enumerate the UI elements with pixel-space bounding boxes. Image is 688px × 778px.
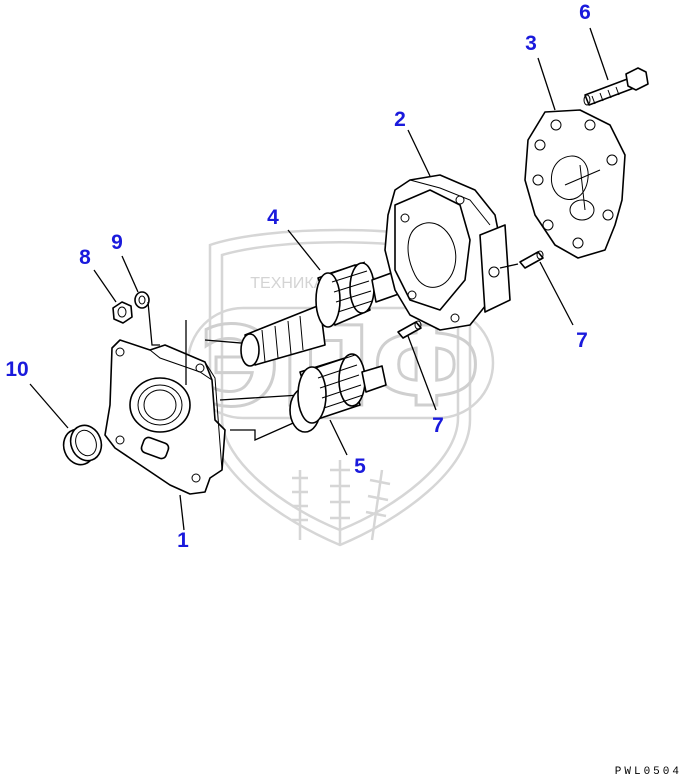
drawing-code: PWL0504 (615, 766, 682, 778)
part-1-front-cover (104, 339, 226, 495)
label-part-3: 3 (525, 32, 537, 55)
label-part-10: 10 (5, 358, 28, 381)
label-part-9: 9 (111, 231, 123, 254)
part-7-dowel-pin-upper (519, 250, 544, 269)
part-7-dowel-pin-lower (397, 320, 422, 339)
label-part-8: 8 (79, 246, 91, 269)
part-4-drive-gear-shaft (240, 261, 411, 367)
part-6-bolt (583, 67, 649, 106)
part-9-washer (134, 291, 150, 309)
part-10-seal-ring (62, 424, 103, 466)
label-part-5: 5 (354, 455, 366, 478)
part-2-gear-body (384, 174, 511, 331)
part-3-rear-plate (524, 109, 626, 259)
label-part-4: 4 (267, 206, 279, 229)
label-part-6: 6 (579, 1, 591, 24)
label-part-1: 1 (177, 529, 189, 552)
part-8-nut (112, 301, 133, 324)
label-part-2: 2 (394, 108, 406, 131)
label-part-7-lower: 7 (432, 414, 444, 437)
label-part-7-upper: 7 (576, 329, 588, 352)
watermark-wheat-icon (292, 460, 391, 545)
part-5-driven-gear (289, 353, 387, 433)
